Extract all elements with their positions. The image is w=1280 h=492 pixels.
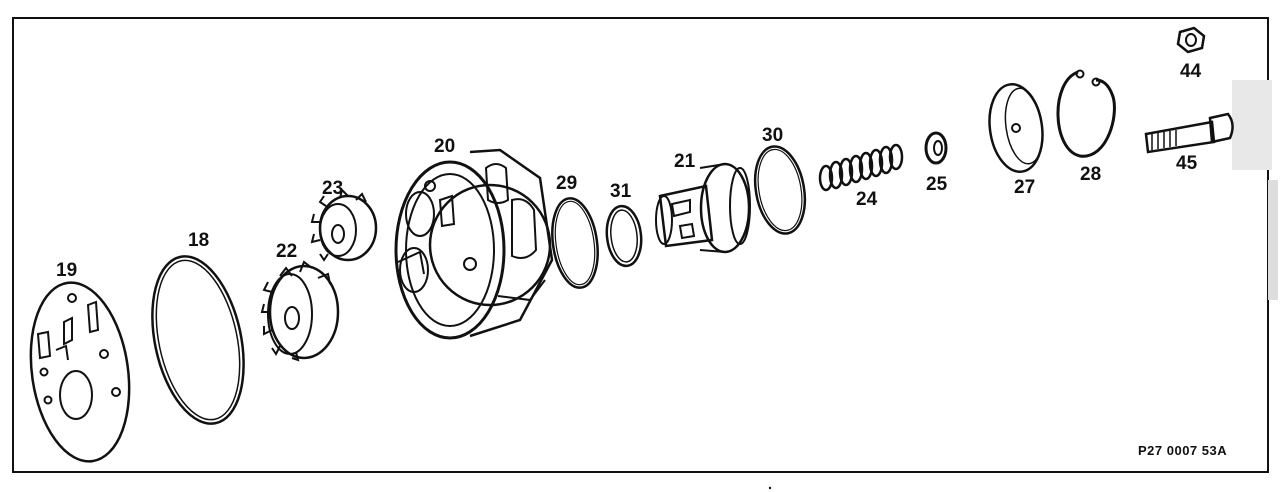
part-18-gasket-ring (151, 255, 245, 425)
part-30-seal-ring (753, 145, 807, 235)
scan-noise (1232, 80, 1278, 300)
label-45: 45 (1176, 153, 1198, 174)
part-25-spring-seat (924, 131, 948, 165)
label-18: 18 (188, 230, 209, 251)
part-27-closing-cover (988, 83, 1044, 173)
part-22-drive-gear (260, 260, 340, 362)
label-24: 24 (856, 189, 878, 210)
part-31-o-ring-small (605, 204, 643, 268)
label-20: 20 (434, 136, 455, 157)
label-44: 44 (1180, 61, 1202, 82)
label-30: 30 (762, 125, 783, 146)
label-27: 27 (1014, 177, 1035, 198)
label-19: 19 (56, 260, 77, 281)
label-31: 31 (610, 181, 632, 202)
part-28-snap-ring (1056, 69, 1116, 158)
label-21: 21 (674, 151, 696, 172)
part-44-nut (1176, 26, 1206, 54)
label-22: 22 (276, 241, 297, 262)
part-20-pump-housing (394, 148, 554, 340)
part-24-compression-spring (818, 143, 904, 192)
label-28: 28 (1080, 164, 1101, 185)
part-19-cover-plate (29, 281, 131, 463)
part-23-driven-gear (310, 188, 378, 262)
part-21-valve-piston (655, 162, 751, 254)
scan-dot (768, 486, 772, 490)
reference-code: P27 0007 53A (1138, 443, 1227, 458)
part-45-bolt (1144, 112, 1234, 154)
label-25: 25 (926, 174, 948, 195)
part-29-o-ring-large (551, 197, 599, 289)
label-29: 29 (556, 173, 577, 194)
label-23: 23 (322, 178, 343, 199)
